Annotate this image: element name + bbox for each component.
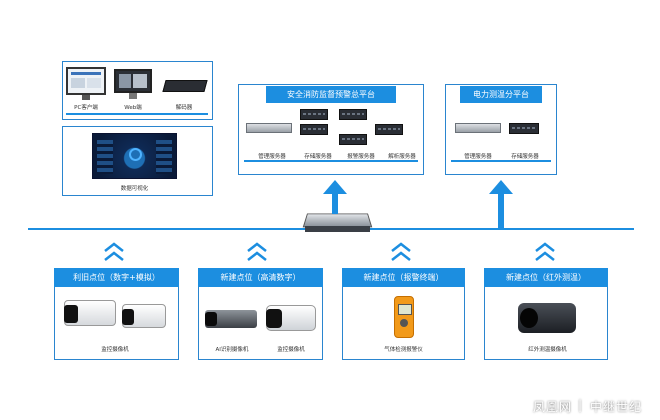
watermark-left: 凤凰网	[533, 400, 573, 414]
management-server-label: 管理服务器	[258, 154, 286, 160]
arrow-up-icon	[323, 180, 347, 214]
infrared-camera-icon	[518, 303, 576, 333]
power-management-server-icon	[455, 123, 501, 133]
ai-camera-label: AI识别摄像机	[215, 347, 249, 353]
dome-camera-icon	[266, 305, 316, 331]
parse-server-label: 解析服务器	[388, 154, 416, 160]
point-title-alarm: 新建点位（报警终端）	[342, 268, 465, 287]
watermark-separator: |	[578, 398, 584, 412]
gas-detector-icon	[394, 296, 414, 338]
point-title-infrared: 新建点位（红外测温）	[484, 268, 608, 287]
point-title-hd: 新建点位（高清数字）	[198, 268, 323, 287]
switch-front-icon	[305, 226, 370, 232]
decoder-label: 解码器	[175, 105, 193, 111]
main-platform-underline	[244, 160, 418, 162]
dashboard-screen-icon	[92, 133, 177, 179]
client-underline	[66, 113, 208, 115]
power-platform-title: 电力测温分平台	[460, 86, 542, 103]
alarm-server-label: 报警服务器	[347, 154, 375, 160]
chevron-up-icon	[535, 242, 555, 261]
pc-client-label: PC客户端	[74, 105, 98, 111]
main-platform-title: 安全消防监督预警总平台	[266, 86, 396, 103]
legacy-camera-label: 监控摄像机	[101, 347, 129, 353]
hd-camera-label: 监控摄像机	[277, 347, 305, 353]
chevron-up-icon	[247, 242, 267, 261]
pc-client-icon	[66, 67, 106, 95]
visualization-label: 数据可视化	[120, 186, 149, 192]
infrared-camera-label: 红外测温摄像机	[528, 347, 567, 353]
parse-server-icon	[375, 124, 403, 135]
bullet-camera-icon	[122, 304, 166, 328]
web-stand-icon	[129, 93, 137, 99]
alarm-server-icon-b	[339, 134, 367, 145]
management-server-icon	[246, 123, 292, 133]
power-platform-underline	[451, 160, 551, 162]
pc-stand-icon	[82, 95, 90, 100]
storage-server-icon-a	[300, 109, 328, 120]
web-client-label: Web端	[124, 105, 142, 111]
chevron-up-icon	[104, 242, 124, 261]
chevron-up-icon	[391, 242, 411, 261]
storage-server-label: 存储服务器	[304, 154, 332, 160]
ai-camera-icon	[205, 310, 257, 328]
power-management-server-label: 管理服务器	[464, 154, 492, 160]
arrow-up-icon	[489, 180, 513, 230]
web-client-icon	[114, 69, 152, 93]
alarm-server-icon-a	[339, 109, 367, 120]
bullet-camera-icon	[64, 300, 116, 326]
power-storage-server-label: 存储服务器	[511, 154, 539, 160]
gas-detector-label: 气体检测报警仪	[384, 347, 423, 353]
storage-server-icon-b	[300, 124, 328, 135]
watermark-right: 中继世纪	[590, 400, 643, 414]
power-storage-server-icon	[509, 123, 539, 134]
decoder-icon	[162, 80, 208, 92]
point-title-legacy: 利旧点位（数字+模拟）	[54, 268, 179, 287]
